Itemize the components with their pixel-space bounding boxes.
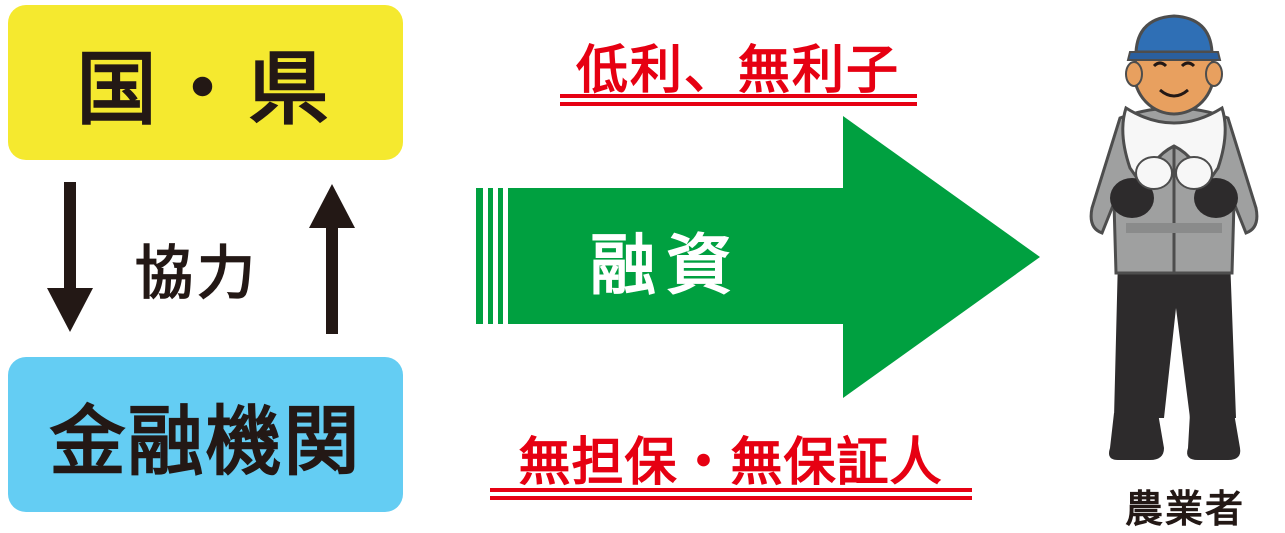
no-collateral-note: 無担保・無保証人 <box>518 433 943 493</box>
top-note-underline <box>560 94 917 98</box>
farmer-illustration <box>1089 14 1259 460</box>
bottom-note-underline-2 <box>490 496 972 500</box>
farmer-label: 農業者 <box>1124 487 1245 531</box>
loan-label: 融資 <box>590 227 742 304</box>
top-note-underline-2 <box>560 102 917 106</box>
government-box: 国・県 <box>8 5 403 160</box>
loan-arrow <box>476 116 1040 398</box>
financial-institution-box: 金融機関 <box>8 357 403 512</box>
financial-institution-label: 金融機関 <box>49 396 362 486</box>
bottom-note-underline <box>490 488 972 492</box>
cooperation-label: 協力 <box>135 239 260 307</box>
low-interest-note: 低利、無利子 <box>575 41 900 101</box>
down-arrow-icon <box>47 182 93 332</box>
up-arrow-icon <box>309 184 355 334</box>
government-label: 国・県 <box>76 42 335 136</box>
